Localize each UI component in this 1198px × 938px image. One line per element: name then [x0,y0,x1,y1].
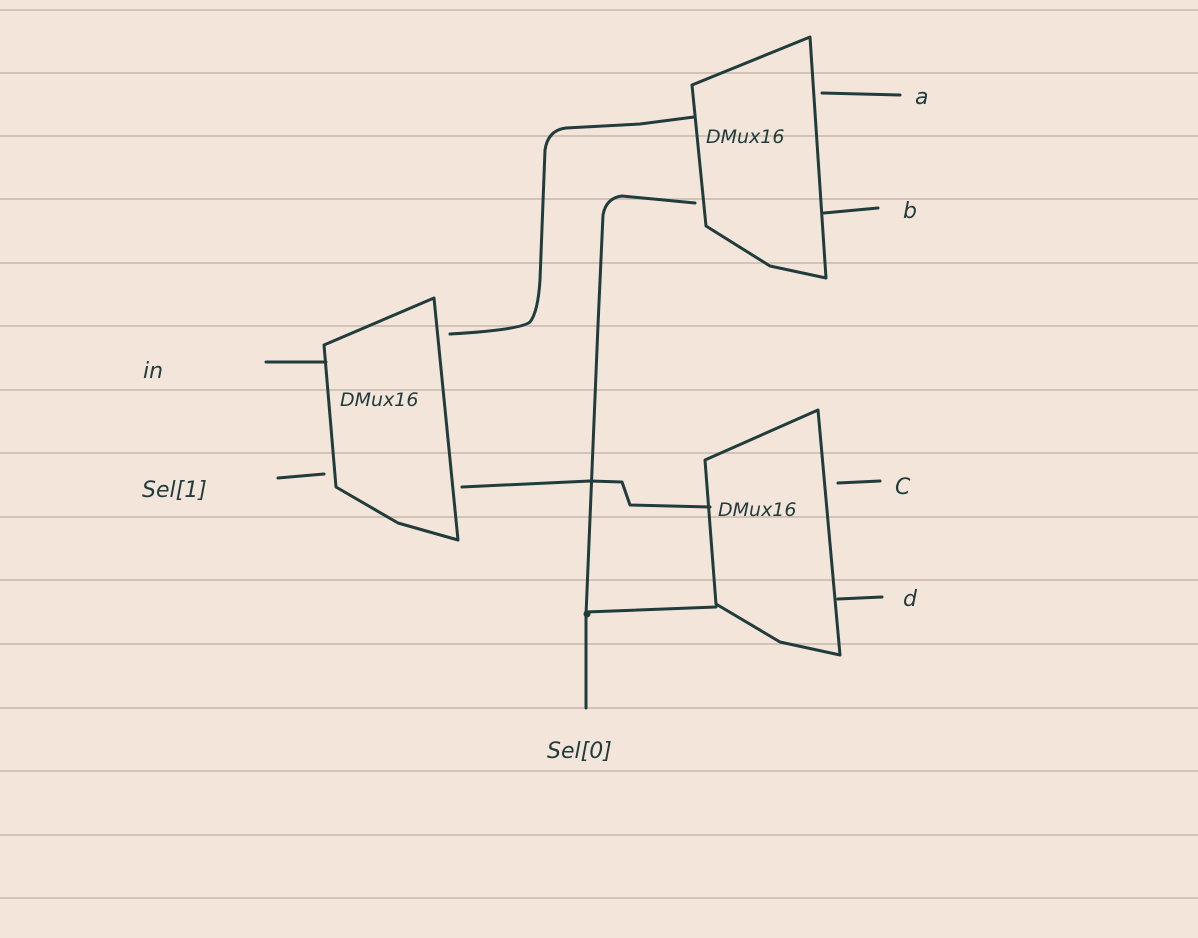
output-a-label: a [915,85,928,110]
sel1-wire [276,472,326,480]
dmux-block-3-label: DMux16 [718,499,797,521]
sel0-bus [584,194,697,710]
out-b-wire [822,206,880,215]
in-label: in [143,359,163,384]
ruled-lines [0,9,1198,899]
dmux-block-2 [690,35,828,280]
out-a-wire [820,91,902,97]
output-d-label: d [903,587,918,612]
dmux-block-1-label: DMux16 [340,389,419,411]
wire-dmux1-to-dmux3 [460,479,712,509]
sel0-label: Sel[0] [547,739,612,764]
wire-dmux1-to-dmux2 [448,115,696,336]
sel1-label: Sel[1] [142,478,207,503]
out-d-wire [836,595,884,601]
sel0-to-dmux3-wire [584,605,718,614]
junction-dot [583,610,591,618]
output-b-label: b [903,199,917,224]
dmux-block-3 [703,408,842,657]
out-c-wire [836,479,882,485]
dmux-block-1 [322,296,460,542]
output-c-label: C [895,475,911,500]
dmux-block-2-label: DMux16 [706,126,785,148]
